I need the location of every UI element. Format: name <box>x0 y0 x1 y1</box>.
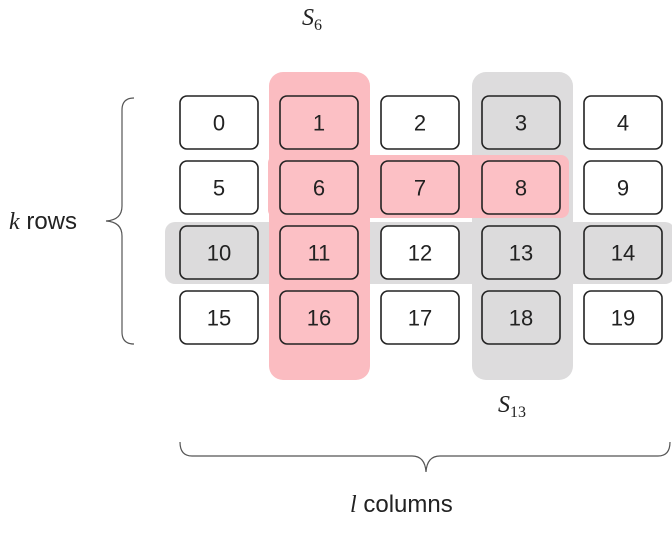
cell-12 <box>380 225 460 280</box>
cell-15 <box>179 290 259 345</box>
columns-label-var: l <box>350 492 357 518</box>
cell-label-2: 2 <box>414 111 426 136</box>
columns-label: l columns <box>350 491 453 518</box>
cell-18 <box>481 290 561 345</box>
cell-label-18: 18 <box>509 306 533 331</box>
cell-label-4: 4 <box>617 111 629 136</box>
cell-label-17: 17 <box>408 306 432 331</box>
columns-brace <box>179 441 671 473</box>
cell-label-19: 19 <box>611 306 635 331</box>
cell-label-1: 1 <box>313 111 325 136</box>
cell-label-9: 9 <box>617 176 629 201</box>
rows-label-var: k <box>9 209 20 235</box>
cell-label-13: 13 <box>509 241 533 266</box>
s13-label-var: S <box>498 392 510 418</box>
cell-3 <box>481 95 561 150</box>
s6-label: S6 <box>302 5 322 34</box>
cell-label-11: 11 <box>308 241 331 266</box>
cell-11 <box>279 225 359 280</box>
cell-1 <box>279 95 359 150</box>
cell-label-14: 14 <box>611 241 635 266</box>
cell-16 <box>279 290 359 345</box>
cell-label-7: 7 <box>414 176 426 201</box>
cell-label-0: 0 <box>213 111 225 136</box>
cell-label-6: 6 <box>313 176 325 201</box>
cell-8 <box>481 160 561 215</box>
rows-label-word: rows <box>20 208 77 235</box>
cell-6 <box>279 160 359 215</box>
cell-4 <box>583 95 663 150</box>
cell-14 <box>583 225 663 280</box>
cell-label-16: 16 <box>307 306 331 331</box>
s6-label-var: S <box>302 5 314 31</box>
rows-label: k rows <box>9 208 77 235</box>
s13-label: S13 <box>498 392 526 421</box>
cell-19 <box>583 290 663 345</box>
rows-brace <box>105 97 135 345</box>
columns-label-word: columns <box>357 491 453 518</box>
cell-13 <box>481 225 561 280</box>
cell-label-3: 3 <box>515 111 527 136</box>
cell-5 <box>179 160 259 215</box>
cell-label-10: 10 <box>207 241 231 266</box>
cell-label-15: 15 <box>207 306 231 331</box>
s13-label-sub: 13 <box>510 404 526 421</box>
cell-label-8: 8 <box>515 176 527 201</box>
cell-10 <box>179 225 259 280</box>
cell-17 <box>380 290 460 345</box>
cell-label-5: 5 <box>213 176 225 201</box>
s6-label-sub: 6 <box>314 17 322 34</box>
cell-label-12: 12 <box>408 241 432 266</box>
cell-9 <box>583 160 663 215</box>
cell-0 <box>179 95 259 150</box>
cell-7 <box>380 160 460 215</box>
cell-2 <box>380 95 460 150</box>
